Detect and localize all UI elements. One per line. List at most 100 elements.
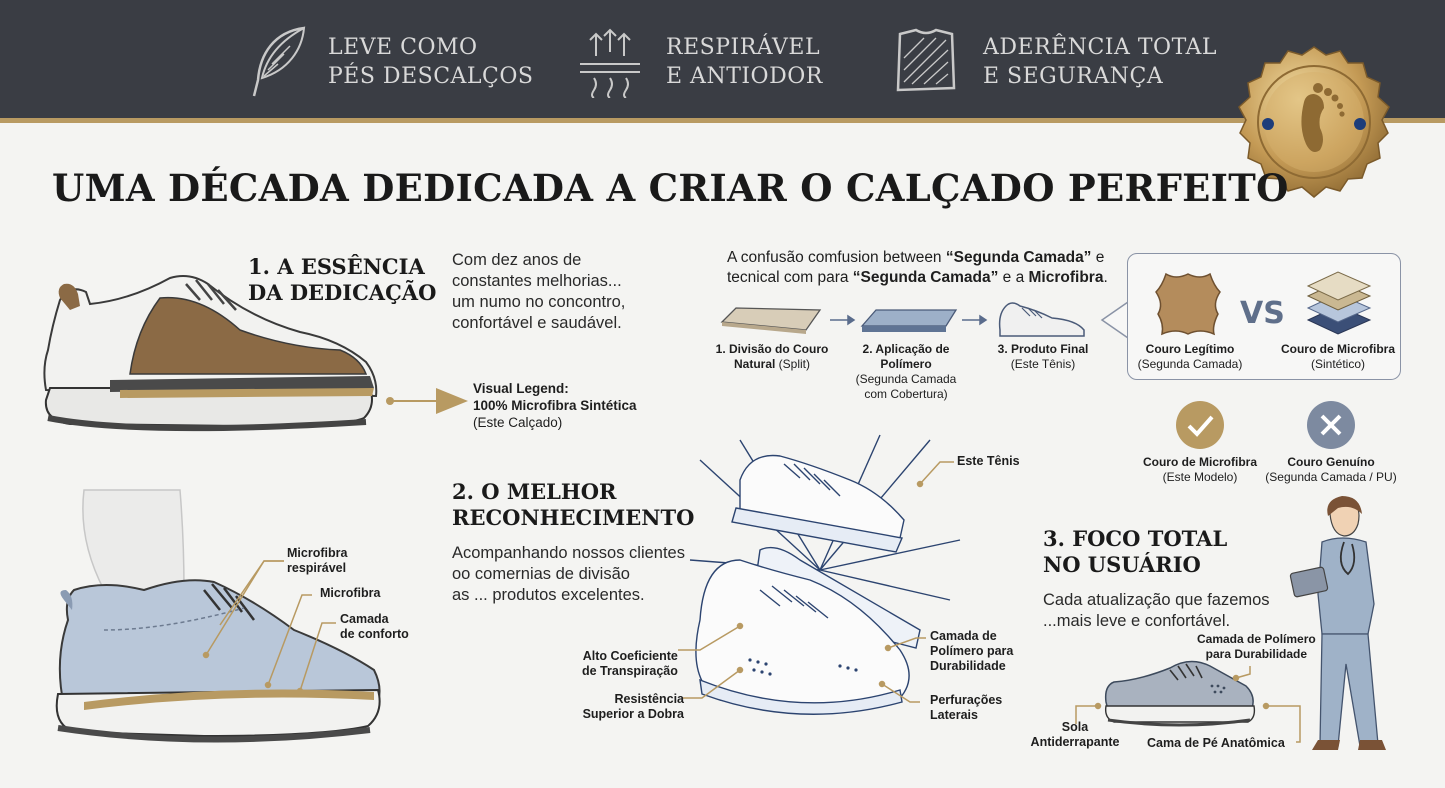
feature-light-line2: PÉS DESCALÇOS: [328, 64, 534, 89]
section1-text-line: um numo no concontro,: [452, 293, 626, 311]
confusion-text-bold: “Segunda Camada”: [852, 269, 999, 286]
callout-line: Camada de Polímero: [1197, 632, 1316, 646]
step2-title: 2. Aplicação de Polímero: [862, 342, 950, 371]
callout-camada-polimero-3: Camada de Polímero para Durabilidade: [1197, 632, 1316, 662]
confusion-text-bold: Microfibra: [1028, 269, 1104, 286]
callout-line: Durabilidade: [930, 659, 1006, 673]
callout-perfuracoes: Perfurações Laterais: [930, 693, 1002, 723]
cross-icon: [1307, 401, 1355, 449]
step1-title: 1. Divisão do Couro: [715, 342, 829, 356]
section2-text-line: Acompanhando nossos clientes: [452, 544, 685, 562]
verdict-yes-note: (Este Modelo): [1162, 470, 1238, 484]
process-step-2: 2. Aplicação de Polímero (Segunda Camada…: [836, 342, 976, 402]
compare-left: Couro Legítimo (Segunda Camada): [1130, 342, 1250, 372]
callout-microfibra-respiravel: Microfibra respirável: [287, 546, 347, 576]
process-step-3: 3. Produto Final (Este Tênis): [988, 342, 1098, 372]
feature-light: LEVE COMO PÉS DESCALÇOS: [328, 33, 533, 91]
top-banner: LEVE COMO PÉS DESCALÇOS RESPIRÁVEL E ANT…: [0, 0, 1445, 123]
callout-line: Polímero para: [930, 644, 1014, 658]
callout-line: Perfurações: [930, 693, 1003, 707]
page-title: UMA DÉCADA DEDICADA A CRIAR O CALÇADO PE…: [52, 166, 1289, 210]
section1-text-line: Com dez anos de: [452, 251, 582, 269]
process-step-1: 1. Divisão do Couro Natural (Split): [712, 342, 832, 372]
callout-line: respirável: [287, 561, 347, 575]
confusion-text-bold: “Segunda Camada”: [945, 249, 1092, 266]
check-icon: [1176, 401, 1224, 449]
gray-sneaker-image: [1104, 660, 1256, 727]
legend-material: 100% Microfibra Sintética: [473, 398, 637, 413]
compare-right-note: (Sintético): [1310, 357, 1366, 371]
feature-breathable-line1: RESPIRÁVEL: [666, 35, 821, 60]
section3-text-line: ...mais leve e confortável.: [1043, 612, 1231, 630]
verdict-no-note: (Segunda Camada / PU): [1265, 470, 1397, 484]
callout-sola: Sola Antiderrapante: [1030, 720, 1120, 750]
feature-light-line1: LEVE COMO: [328, 35, 478, 60]
shoe2-callout-lines: [202, 560, 336, 695]
final-sneaker-icon: [998, 302, 1085, 337]
confusion-line2: tecnical com para “Segunda Camada” e a M…: [727, 268, 1108, 288]
grip-texture-icon: [896, 28, 956, 92]
callout-este-tenis: Este Tênis: [957, 454, 1020, 468]
callout-microfibra: Microfibra: [320, 586, 381, 600]
genuine-leather-icon: [1155, 272, 1221, 336]
legend-note: (Este Calçado): [473, 415, 563, 430]
section3-heading: 3. FOCO TOTAL NO USUÁRIO: [1043, 526, 1227, 578]
nurse-illustration: [1289, 496, 1386, 750]
callout-line: para Durabilidade: [1205, 647, 1308, 661]
step2-note-line: com Cobertura): [864, 387, 948, 401]
compare-left-title: Couro Legítimo: [1145, 342, 1235, 356]
step1-title2: Natural: [733, 357, 776, 371]
feature-breathable-line2: E ANTIODOR: [666, 64, 823, 89]
compare-box-pointer: [1100, 301, 1129, 339]
step3-note: (Este Tênis): [1010, 357, 1076, 371]
section2-heading-line2: RECONHECIMENTO: [452, 505, 695, 530]
confusion-text-part: A confusão comfusion between: [727, 249, 946, 266]
verdict-yes-title: Couro de Microfibra: [1142, 455, 1257, 469]
process-flow-icons: [720, 302, 1085, 337]
verdict-yes: Couro de Microfibra (Este Modelo): [1136, 455, 1264, 485]
callout-cama-pe: Cama de Pé Anatômica: [1147, 736, 1285, 750]
confusion-text-part: .: [1103, 269, 1108, 286]
sketch-sneaker-image: [689, 434, 961, 715]
section3-text: Cada atualização que fazemos ...mais lev…: [1043, 590, 1270, 632]
callout-alto-coeficiente: Alto Coeficiente de Transpiração: [582, 649, 678, 679]
step2-note-line: (Segunda Camada: [855, 372, 957, 386]
callout-line: Sola: [1061, 720, 1089, 734]
blue-sneaker-image: [55, 489, 381, 743]
compare-box: VS Couro Legítimo (Segunda Camada) Couro…: [1127, 253, 1401, 380]
callout-line: Superior a Dobra: [582, 707, 684, 721]
callout-line: Alto Coeficiente: [582, 649, 678, 663]
section2-text-line: oo comernias de divisão: [452, 565, 630, 583]
legend-arrow-icon: [386, 388, 468, 414]
vs-label: VS: [1240, 296, 1285, 331]
compare-right-title: Couro de Microfibra: [1280, 342, 1395, 356]
compare-left-note: (Segunda Camada): [1137, 357, 1243, 371]
section2-text-line: as ... produtos excelentes.: [452, 586, 645, 604]
section1-heading: 1. A ESSÊNCIA DA DEDICAÇÃO: [248, 254, 436, 306]
callout-line: Microfibra: [287, 546, 348, 560]
step3-title: 3. Produto Final: [997, 342, 1089, 356]
section1-text-line: constantes melhorias...: [452, 272, 622, 290]
verdict-no: Couro Genuíno (Segunda Camada / PU): [1262, 455, 1400, 485]
callout-resistencia: Resistência Superior a Dobra: [578, 692, 684, 722]
feature-grip: ADERÊNCIA TOTAL E SEGURANÇA: [983, 33, 1217, 91]
callout-line: de conforto: [340, 627, 409, 641]
brown-sneaker-image: [43, 275, 378, 432]
confusion-text-part: e: [1091, 249, 1105, 266]
polymer-layer-icon: [860, 309, 958, 332]
section3-text-line: Cada atualização que fazemos: [1043, 591, 1270, 609]
callout-line: Resistência: [614, 692, 684, 706]
callout-line: de Transpiração: [582, 664, 678, 678]
section2-heading-line1: 2. O MELHOR: [452, 479, 617, 504]
footprint-seal-icon: [1238, 46, 1390, 198]
confusion-text-part: tecnical com para: [727, 269, 853, 286]
confusion-text-part: e a: [998, 269, 1029, 286]
confusion-text: A confusão comfusion between “Segunda Ca…: [727, 248, 1108, 288]
section1-heading-line1: 1. A ESSÊNCIA: [248, 254, 425, 279]
shoe3-callout-lines: [1075, 666, 1301, 743]
section3-heading-line1: 3. FOCO TOTAL: [1043, 526, 1228, 551]
section3-heading-line2: NO USUÁRIO: [1043, 552, 1201, 577]
visual-legend: Visual Legend: 100% Microfibra Sintética…: [473, 380, 637, 431]
breathable-arrows-icon: [580, 28, 640, 98]
section1-text: Com dez anos de constantes melhorias... …: [452, 250, 625, 334]
